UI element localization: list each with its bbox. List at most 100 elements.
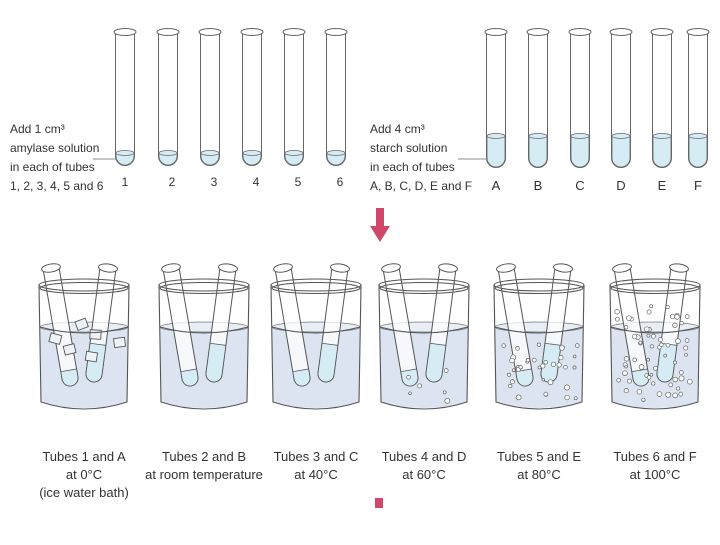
amylase-line-2: amylase solution (10, 141, 99, 155)
water-bath-1 (38, 263, 130, 410)
ice-cube (48, 332, 63, 345)
caption-3-line-1: Tubes 3 and C (274, 449, 359, 464)
amylase-tube-6 (324, 28, 348, 166)
tube-solution (284, 152, 304, 166)
bubble (550, 361, 557, 368)
caption-3-line-2: at 40°C (294, 467, 338, 482)
bubble (627, 378, 632, 384)
bubble (687, 378, 693, 385)
starch-tube-label: F (694, 178, 702, 193)
bubble (672, 360, 677, 365)
amylase-tube-in-bath (41, 263, 79, 387)
starch-tube-label: D (616, 178, 625, 193)
amylase-tube-in-bath (161, 263, 199, 387)
starch-tube-D (609, 28, 633, 168)
bubble (665, 304, 670, 310)
bubble (636, 388, 643, 395)
amylase-tube-label: 4 (253, 175, 260, 189)
bath-water (380, 327, 468, 408)
bubble (678, 370, 684, 375)
starch-tube-in-bath (540, 263, 573, 383)
bubble (575, 343, 580, 348)
bubble (668, 382, 674, 388)
amylase-tube-in-bath (612, 263, 650, 387)
bubble (624, 364, 628, 369)
bubble (631, 333, 638, 340)
ice-cube (112, 336, 127, 349)
bubble (650, 333, 656, 339)
water-bath-5 (493, 263, 585, 410)
caption-6-line-1: Tubes 6 and F (613, 449, 696, 464)
starch-tube-A (484, 28, 508, 168)
bubble (656, 391, 663, 397)
amylase-tube-label: 2 (169, 175, 176, 189)
bubble (559, 344, 565, 351)
bubble (678, 391, 684, 397)
bottom-marker (375, 498, 383, 508)
amylase-tube-1 (113, 28, 137, 166)
caption-5-line-2: at 80°C (517, 467, 561, 482)
bubble (623, 356, 630, 362)
bubble (614, 309, 620, 315)
tube-solution (326, 152, 346, 166)
bubble (626, 315, 632, 321)
bubble (540, 363, 546, 369)
amylase-tube-label: 3 (211, 175, 218, 189)
starch-line-1: Add 4 cm³ (370, 122, 425, 136)
bubble (674, 314, 680, 320)
starch-tube-label: E (658, 178, 667, 193)
ice-cube (62, 343, 77, 356)
beaker-rim (38, 278, 130, 292)
tube-solution (570, 135, 590, 168)
caption-2-line-1: Tubes 2 and B (162, 449, 246, 464)
bath-water (160, 327, 248, 408)
bubble (672, 392, 678, 399)
bubble (572, 354, 577, 359)
bubble (646, 375, 652, 380)
tube-solution (652, 135, 672, 168)
ice-cube (74, 317, 89, 331)
bubble (657, 337, 663, 343)
amylase-tube-in-bath (496, 263, 534, 387)
bubble (572, 365, 577, 370)
amylase-tube-2 (156, 28, 180, 166)
bubble (638, 364, 645, 370)
bubble (525, 358, 530, 363)
caption-1-line-2: at 0°C (66, 467, 102, 482)
down-arrow-icon (370, 208, 390, 242)
bubble (678, 375, 685, 382)
bubble (442, 390, 447, 395)
bubble (649, 373, 654, 377)
ice-cube (89, 329, 102, 340)
tube-solution (115, 152, 135, 166)
caption-4-line-1: Tubes 4 and D (382, 449, 467, 464)
beaker-rim (493, 278, 585, 292)
starch-line-4: A, B, C, D, E and F (370, 179, 472, 193)
bubble (417, 383, 423, 389)
bubble (531, 357, 537, 363)
bubble (444, 368, 449, 373)
water-bath-3 (270, 263, 362, 410)
bubble (649, 304, 654, 309)
bubble (558, 355, 564, 361)
beaker-outline (609, 284, 701, 410)
beaker-rim (270, 278, 362, 292)
starch-line-3: in each of tubes (370, 160, 455, 174)
bubble (672, 376, 678, 383)
starch-tube-label: C (575, 178, 584, 193)
bubble (665, 391, 672, 398)
bubble (672, 322, 678, 328)
tube-solution (528, 135, 548, 168)
bubble (632, 357, 637, 363)
water-bath-6 (609, 263, 701, 410)
bubble (501, 343, 506, 348)
bubble (543, 360, 548, 365)
bubble (518, 365, 523, 370)
bubble (638, 340, 643, 345)
starch-tube-label: B (534, 178, 543, 193)
beaker-rim (609, 278, 701, 292)
bubble (684, 352, 688, 357)
amylase-tube-in-bath (381, 263, 419, 387)
amylase-line-3: in each of tubes (10, 160, 95, 174)
water-bath-2 (158, 263, 250, 410)
